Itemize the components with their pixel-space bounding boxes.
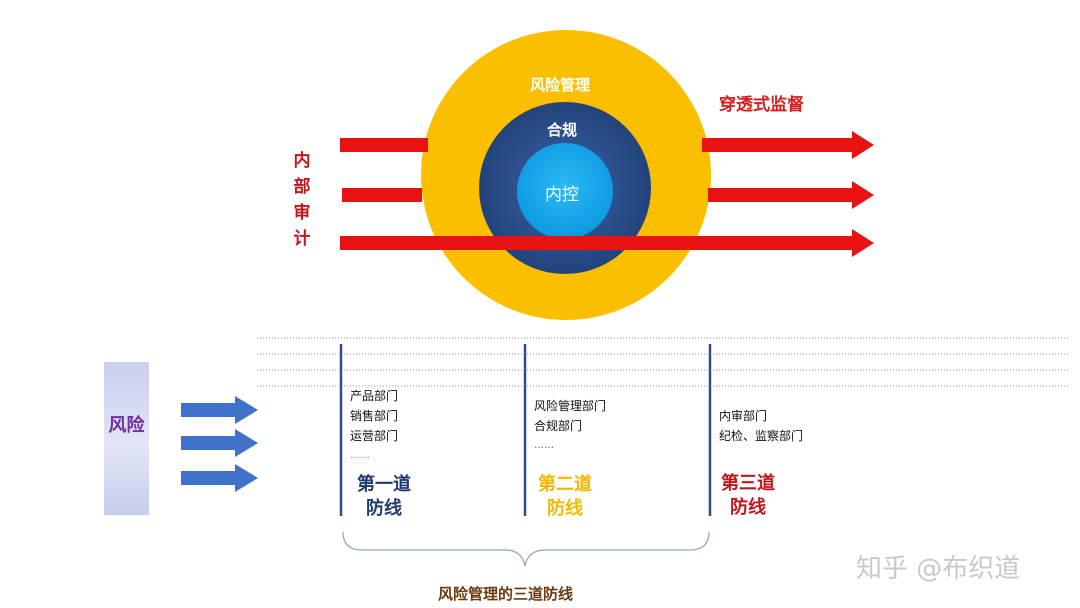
- dept-item: ……: [534, 440, 554, 451]
- second-line-title-part2: 防线: [547, 498, 583, 519]
- first-line-title-part2: 防线: [366, 498, 402, 519]
- risk-arrow-3: [181, 464, 258, 492]
- first-line-title-part1: 第一道: [357, 474, 411, 495]
- arrow-top-right: [702, 131, 874, 159]
- dept-item: ……: [350, 450, 370, 461]
- first-line-dept-list: 产品部门 销售部门 运营部门 ……: [350, 386, 398, 466]
- internal-control-label: 内控: [545, 185, 579, 205]
- third-line-title-part2: 防线: [730, 497, 766, 518]
- dept-item: 运营部门: [350, 429, 399, 443]
- dept-item: 纪检、监察部门: [719, 429, 804, 443]
- third-line-title-part1: 第三道: [721, 473, 775, 494]
- dept-item: 内审部门: [719, 409, 768, 423]
- arrow-middle-left: [342, 188, 422, 202]
- arrow-bottom-through: [340, 229, 874, 257]
- risk-label: 风险: [108, 415, 145, 436]
- risk-box: [104, 362, 149, 515]
- second-line-dept-list: 风险管理部门 合规部门 ……: [534, 396, 606, 456]
- risk-arrow-1: [181, 396, 258, 424]
- internal-audit-label: 内部审计: [293, 151, 311, 249]
- arrow-top-left: [340, 138, 428, 152]
- dept-item: 合规部门: [534, 419, 583, 433]
- penetrating-supervision-label: 穿透式监督: [719, 95, 804, 115]
- risk-management-label: 风险管理: [530, 76, 591, 94]
- grouping-brace: [342, 531, 710, 567]
- second-line-title: 第二道 防线: [533, 473, 597, 521]
- risk-arrow-2: [181, 429, 258, 457]
- dept-item: 风险管理部门: [534, 399, 607, 413]
- first-line-title: 第一道 防线: [352, 473, 416, 521]
- three-lines-of-defense-caption: 风险管理的三道防线: [438, 585, 574, 603]
- dotted-guide-lines: [257, 337, 1068, 387]
- dept-item: 产品部门: [350, 389, 399, 403]
- arrow-middle-right: [708, 181, 874, 209]
- third-line-dept-list: 内审部门 纪检、监察部门: [719, 406, 803, 446]
- third-line-title: 第三道 防线: [716, 472, 780, 520]
- compliance-label: 合规: [547, 121, 578, 139]
- dept-item: 销售部门: [350, 409, 399, 423]
- zhihu-watermark: 知乎 @布织道: [856, 554, 1021, 584]
- internal-control-circle: [517, 143, 613, 239]
- second-line-title-part1: 第二道: [538, 474, 592, 495]
